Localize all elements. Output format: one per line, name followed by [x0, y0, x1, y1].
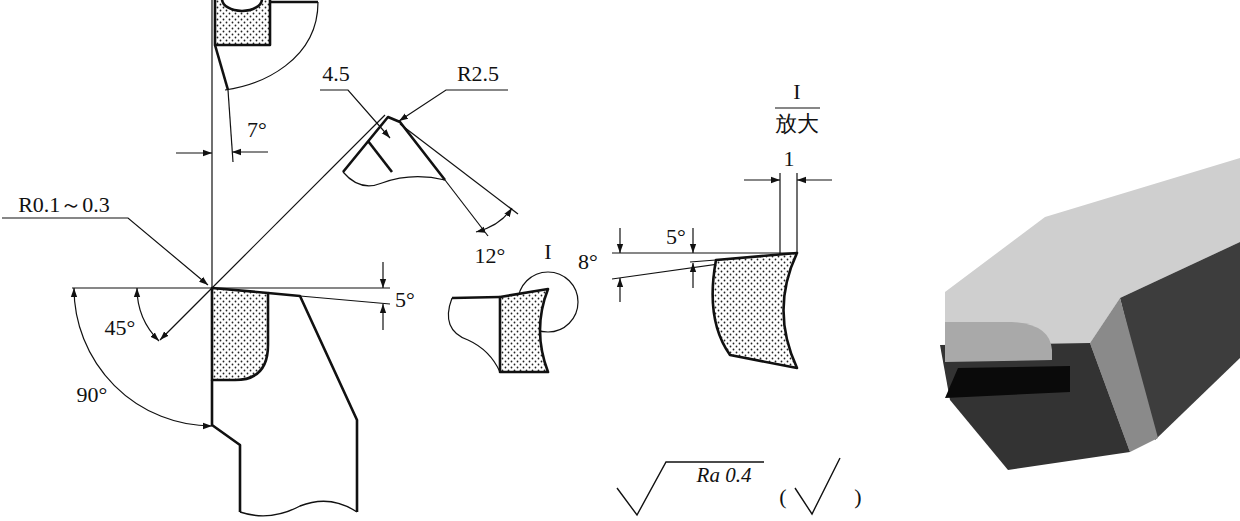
tool-render — [940, 158, 1240, 470]
leader-line — [399, 90, 508, 121]
dimension-label: 7° — [247, 119, 267, 141]
dimension-label: Ra 0.4 — [697, 465, 752, 486]
dimension-label: I — [544, 241, 551, 263]
dimension-arrow — [797, 179, 832, 180]
dimension-arrow — [619, 278, 620, 302]
dimension-arrow — [232, 151, 268, 152]
dimension-label: R0.1～0.3 — [18, 194, 110, 216]
break-line — [240, 501, 357, 516]
rake-extension — [300, 296, 390, 304]
dimension-label: R2.5 — [457, 63, 499, 85]
chip-slot — [945, 366, 1070, 398]
break-line — [343, 172, 445, 186]
dimension-label: ) — [854, 486, 861, 508]
tool-edge — [452, 297, 500, 298]
insert-boundary — [368, 141, 392, 172]
section-line — [212, 115, 385, 288]
reference-line — [612, 252, 797, 253]
insert-face — [945, 322, 1052, 362]
flank-extension — [445, 180, 488, 236]
extension-line — [779, 173, 780, 255]
dimension-label: 放大 — [775, 113, 819, 135]
tool-body — [268, 293, 357, 512]
reference-line — [211, 0, 212, 288]
extension-line — [796, 173, 797, 253]
flank-edge — [215, 45, 228, 90]
dimension-arrow — [692, 263, 693, 288]
insert-section — [500, 289, 548, 372]
leader-line — [2, 218, 208, 285]
angle-arc — [137, 288, 159, 341]
thin-lines — [2, 0, 832, 426]
dimension-arrow — [692, 228, 693, 253]
leader-line — [320, 90, 390, 138]
dimension-arrow — [382, 304, 383, 330]
dimension-label: 8° — [578, 251, 598, 273]
dimension-arrow — [176, 152, 212, 153]
head-front — [940, 343, 1130, 470]
dimension-label: 90° — [77, 384, 108, 406]
dimension-label: ( — [779, 486, 786, 508]
dimension-arrow — [744, 179, 780, 180]
break-line — [448, 298, 500, 372]
angle-line — [160, 288, 212, 340]
dimension-label: I — [793, 81, 800, 103]
chip-groove — [222, 0, 262, 11]
dimension-label: 1 — [784, 148, 795, 170]
dimension-label: 5° — [395, 289, 415, 311]
roughness-symbol — [795, 458, 840, 514]
roughness-symbol — [617, 462, 764, 515]
tool-edge — [270, 1, 318, 4]
carbide-insert — [212, 288, 268, 380]
flank-extension — [228, 90, 233, 162]
angle-arc — [476, 208, 512, 232]
reference-line — [400, 124, 518, 214]
dimension-label: 45° — [105, 317, 136, 339]
bold-outlines — [212, 0, 797, 516]
title-underline — [775, 107, 820, 108]
dimension-arrow — [382, 262, 383, 288]
dimension-label: 12° — [475, 245, 506, 267]
section-outline — [343, 117, 445, 180]
dimension-arrow — [619, 228, 620, 253]
dimension-label: 5° — [666, 226, 686, 248]
insert-section — [215, 0, 270, 45]
tool-body — [212, 380, 240, 512]
roughness-symbol — [617, 458, 840, 515]
dimension-label: 4.5 — [322, 63, 350, 85]
angle-line — [690, 260, 716, 262]
angle-arc — [74, 288, 212, 426]
enlarged-edge — [713, 253, 797, 368]
